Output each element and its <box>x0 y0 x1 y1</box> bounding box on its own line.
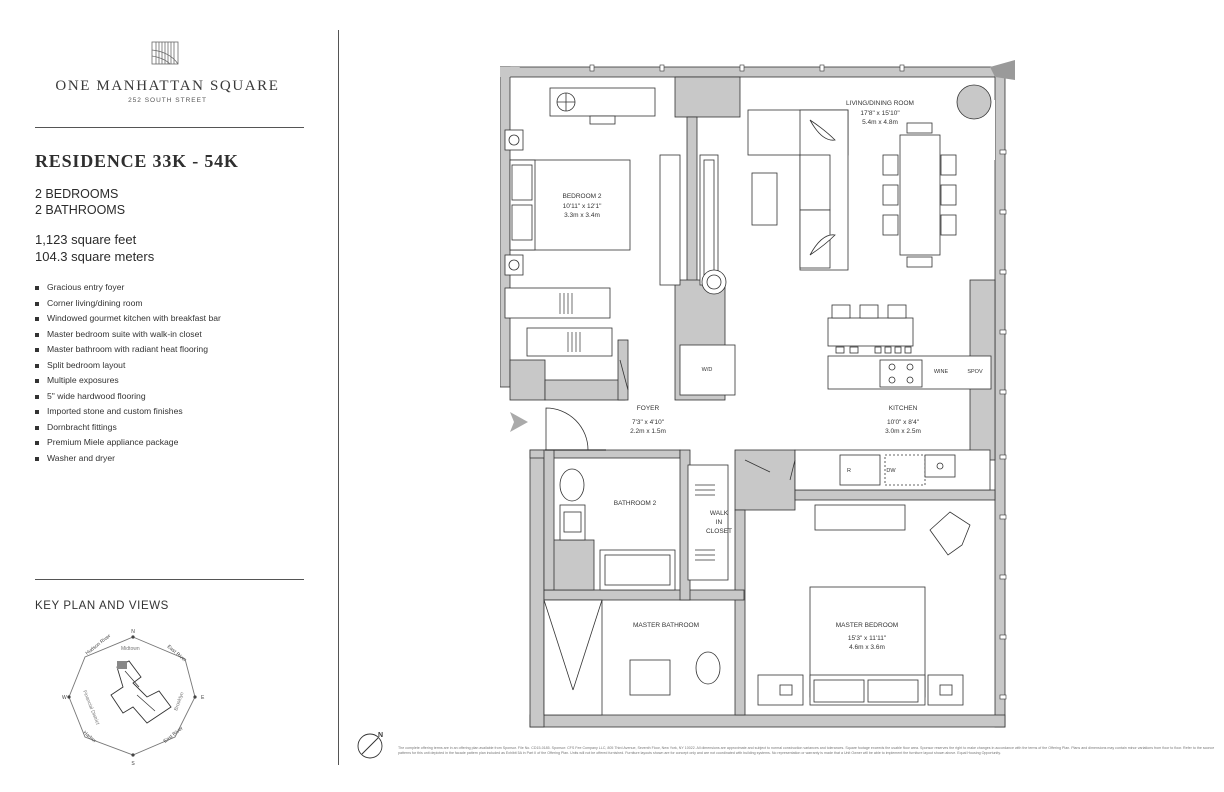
brand-name: ONE MANHATTAN SQUARE <box>55 78 280 94</box>
bedroom2-imperial: 10'11" x 12'1" <box>563 203 602 210</box>
compass-e: E <box>201 695 205 701</box>
living-room-imperial: 17'8" x 15'10" <box>860 110 900 117</box>
living-room-label: LIVING/DINING ROOM <box>846 100 914 107</box>
bedrooms-count: 2 BEDROOMS <box>35 187 119 201</box>
kitchen-metric: 3.0m x 2.5m <box>885 428 921 435</box>
view-label: Brooklyn <box>173 691 185 712</box>
living-room-metric: 5.4m x 4.8m <box>862 119 898 126</box>
brand-address: 252 SOUTH STREET <box>128 97 207 104</box>
feature-item: Corner living/dining room <box>35 296 221 312</box>
refrigerator-label: R <box>847 468 851 474</box>
feature-item: Gracious entry foyer <box>35 280 221 296</box>
view-label: Midtown <box>121 646 140 652</box>
residence-title: RESIDENCE 33K - 54K <box>35 151 239 171</box>
feature-item: 5" wide hardwood flooring <box>35 389 221 405</box>
doors <box>545 359 796 481</box>
foyer-imperial: 7'3" x 4'10" <box>632 419 665 426</box>
divider <box>35 579 304 580</box>
north-compass-icon: N <box>357 732 383 759</box>
kitchen-label: KITCHEN <box>889 405 918 412</box>
compass-w: W <box>62 695 67 701</box>
compass-s: S <box>131 761 135 765</box>
master-bedroom-furniture <box>757 586 964 706</box>
feature-item: Dornbracht fittings <box>35 420 221 436</box>
square-feet: 1,123 square feet <box>35 232 137 247</box>
foyer-metric: 2.2m x 1.5m <box>630 428 666 435</box>
feature-item: Washer and dryer <box>35 451 221 467</box>
walkin-closet-label: CLOSET <box>706 528 732 535</box>
master-bedroom-label: MASTER BEDROOM <box>836 622 898 629</box>
dishwasher-label: DW <box>886 468 896 474</box>
divider <box>35 127 304 128</box>
foyer-label: FOYER <box>637 405 660 412</box>
bathrooms-count: 2 BATHROOMS <box>35 202 126 217</box>
compass-n: N <box>131 629 135 635</box>
brand-logo <box>151 41 179 65</box>
master-bedroom-imperial: 15'3" x 11'11" <box>848 635 887 642</box>
feature-item: Premium Miele appliance package <box>35 435 221 451</box>
column-divider <box>338 30 339 765</box>
spov-label: SPOV <box>967 369 983 375</box>
kitchen-imperial: 10'0" x 8'4" <box>887 419 920 426</box>
area: 1,123 square feet 104.3 square meters <box>35 232 154 265</box>
key-plan-title: KEY PLAN AND VIEWS <box>35 600 169 612</box>
view-label: Harbor <box>82 730 98 745</box>
view-label: Hudson River <box>85 633 113 657</box>
key-plan-compass: N S E W Hudson River Midtown East River … <box>62 629 205 765</box>
wine-label: WINE <box>934 369 949 375</box>
view-label: East River <box>166 644 188 664</box>
master-bath-label: MASTER BATHROOM <box>633 622 699 629</box>
bedroom2-label: BEDROOM 2 <box>562 193 601 200</box>
unit-highlight <box>117 661 127 669</box>
view-label: East River <box>163 725 185 744</box>
feature-item: Imported stone and custom finishes <box>35 404 221 420</box>
bathroom2-label: BATHROOM 2 <box>614 500 657 507</box>
floor-plan: LIVING/DINING ROOM 17'8" x 15'10" 5.4m x… <box>500 60 1015 728</box>
kitchen-fixtures <box>794 304 992 556</box>
north-label: N <box>378 732 383 739</box>
walkin-closet-label: WALK <box>710 510 729 517</box>
square-meters: 104.3 square meters <box>35 248 155 264</box>
feature-item: Master bedroom suite with walk-in closet <box>35 327 221 343</box>
closet-hangers <box>695 484 715 561</box>
washer-dryer-label: W/D <box>702 367 713 373</box>
feature-item: Windowed gourmet kitchen with breakfast … <box>35 311 221 327</box>
bedroom2-metric: 3.3m x 3.4m <box>564 212 600 219</box>
walkin-closet-label: IN <box>716 519 723 526</box>
feature-item: Master bathroom with radiant heat floori… <box>35 342 221 358</box>
feature-list: Gracious entry foyer Corner living/dinin… <box>35 280 221 466</box>
legal-disclaimer: The complete offering terms are in an of… <box>398 746 1215 755</box>
entry-arrow <box>510 412 528 432</box>
interior-walls <box>509 76 996 716</box>
room-count: 2 BEDROOMS 2 BATHROOMS <box>35 187 125 218</box>
bathroom2-fixtures <box>543 464 729 716</box>
feature-item: Multiple exposures <box>35 373 221 389</box>
master-bedroom-metric: 4.6m x 3.6m <box>849 644 885 651</box>
bedroom2-furniture <box>504 87 681 357</box>
feature-item: Split bedroom layout <box>35 358 221 374</box>
living-furniture <box>679 109 957 396</box>
view-label: Financial District <box>81 690 101 727</box>
